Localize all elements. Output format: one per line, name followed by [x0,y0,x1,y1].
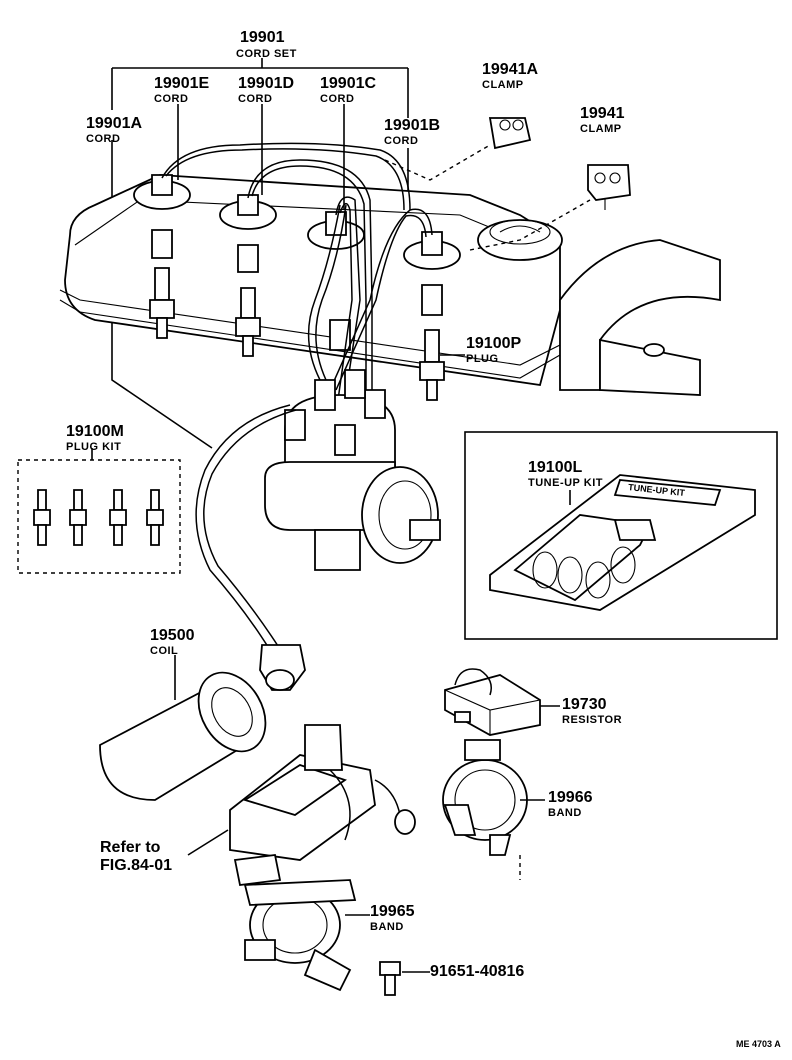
clamp-19941-number: 19941 [580,105,625,122]
cord-e-name: CORD [154,93,189,105]
tuneup-kit-number: 19100L [528,459,583,476]
plug-boot-4 [403,231,461,401]
clamp-19941-drawing [587,164,631,210]
clamp-19941a-drawing [488,117,532,150]
band-19965-number: 19965 [370,903,415,920]
plug-kit-box [17,448,181,574]
cord-b-name: CORD [384,135,419,147]
plug-kit-number: 19100M [66,423,124,440]
water-outlet-elbow [559,239,721,396]
bolt-drawing [379,961,430,996]
band-19966-number: 19966 [548,789,593,806]
clamp-19941-name: CLAMP [580,123,622,135]
coil-number: 19500 [150,627,195,644]
plug-boot-1 [133,174,191,339]
cord-a-name: CORD [86,133,121,145]
cord-c-name: CORD [320,93,355,105]
distributor [264,369,441,571]
clamp-19941a-leader [384,144,491,181]
cord-set-number: 19901 [240,29,285,46]
resistor-name: RESISTOR [562,714,623,726]
igniter-module [187,724,416,886]
ignition-coil [99,655,267,801]
cord-set-name: CORD SET [236,48,297,60]
cord-b-number: 19901B [384,117,441,134]
clamp-19941a-name: CLAMP [482,79,524,91]
plug-kit-plug-2 [69,489,87,546]
tuneup-kit-box [464,431,778,640]
plug-kit-plug-3 [109,489,127,546]
cord-c-number: 19901C [320,75,377,92]
band-19965-drawing [243,879,370,992]
refer-line-2: FIG.84-01 [100,857,173,874]
plug-kit-plug-4 [146,489,164,546]
clamp-19941a-number: 19941A [482,61,539,78]
coil-cord [195,404,306,691]
cord-d-name: CORD [238,93,273,105]
cord-e-number: 19901E [154,75,210,92]
tuneup-kit-name: TUNE-UP KIT [528,477,603,489]
refer-line-1: Refer to [100,839,161,856]
cord-a-number: 19901A [86,115,143,132]
figure-code: ME 4703 A [736,1039,781,1049]
plug-kit-name: PLUG KIT [66,441,122,453]
cord-d-number: 19901D [238,75,295,92]
plug-kit-plug-1 [33,489,51,546]
resistor-number: 19730 [562,696,607,713]
band-19966-drawing [442,739,545,880]
plug-name: PLUG [466,353,499,365]
plug-boot-2 [219,194,277,357]
ignition-cords [161,142,433,401]
band-19965-name: BAND [370,921,404,933]
resistor-drawing [444,668,560,736]
clamp-19941-leader [469,199,591,251]
bolt-number: 91651-40816 [430,963,525,980]
band-19966-name: BAND [548,807,582,819]
plug-number: 19100P [466,335,522,352]
coil-name: COIL [150,645,179,657]
